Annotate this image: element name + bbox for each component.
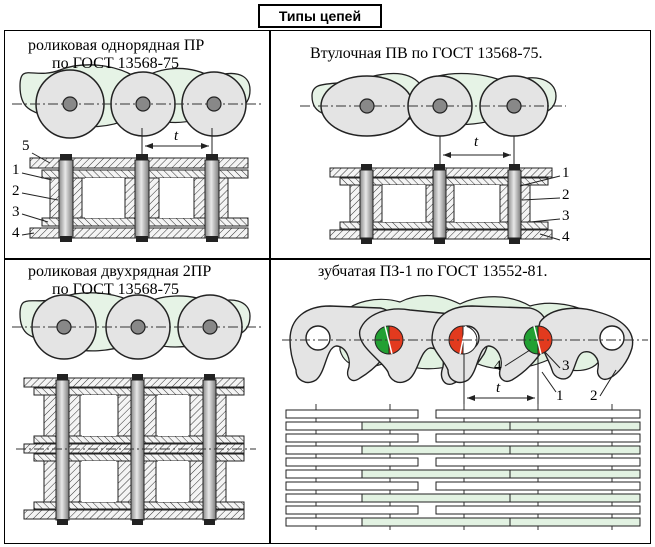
horizontal-divider [4,258,651,260]
callout-2: 2 [562,187,570,203]
outer-frame [4,30,651,544]
bushing-section-view [329,136,561,244]
bushing-side-view [300,72,566,137]
bushing-caption: Втулочная ПВ по ГОСТ 13568-75. [310,45,543,62]
prism-insert-right [523,325,553,355]
roller-single-side-view [12,64,262,139]
roller-single-pitch-label: t [174,128,179,144]
callout-3: 3 [12,204,20,220]
callout-2: 2 [12,183,20,199]
roller-single-caption-2: по ГОСТ 13568-75 [52,55,179,72]
vertical-divider [269,30,271,544]
callout-5: 5 [22,138,30,154]
roller-double-side-view [12,292,262,360]
bushing-pitch-label: t [474,134,479,150]
toothed-pitch-label: t [496,380,501,396]
diagram-title: Типы цепей [258,4,382,28]
callout-3: 3 [562,208,570,224]
callout-4: 4 [494,358,502,374]
callout-1: 1 [556,388,564,404]
roller-double-caption-2: по ГОСТ 13568-75 [52,281,179,298]
roller-double-caption-1: роликовая двухрядная 2ПР [28,263,212,280]
roller-double-section-view [16,374,256,525]
toothed-side-view [282,294,648,404]
roller-single-section-view [21,128,249,242]
toothed-caption: зубчатая ПЗ-1 по ГОСТ 13552-81. [318,263,548,280]
callout-1: 1 [12,162,20,178]
toothed-plan-view [285,404,641,530]
callout-2: 2 [590,388,598,404]
roller-single-caption-1: роликовая однорядная ПР [28,37,205,54]
callout-4: 4 [12,225,20,241]
callout-1: 1 [562,165,570,181]
callout-4: 4 [562,229,570,245]
callout-3: 3 [562,358,570,374]
